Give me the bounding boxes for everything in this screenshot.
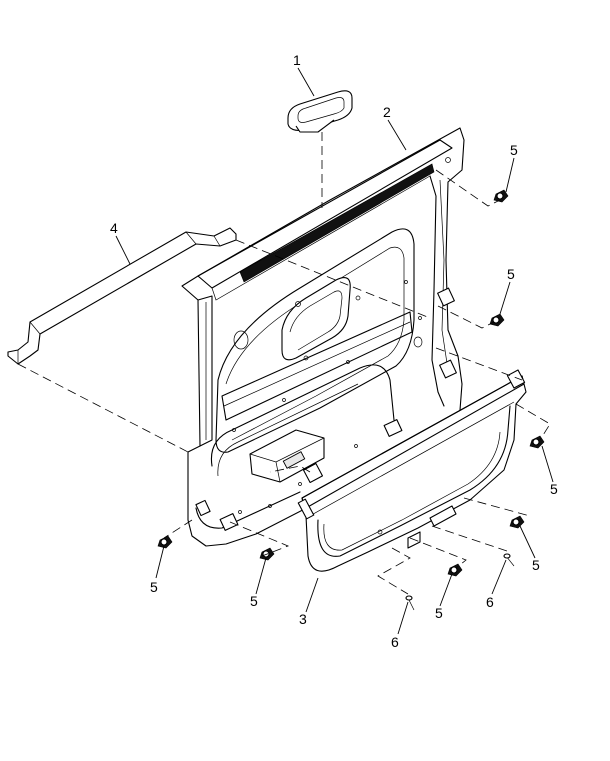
fastener-5-top-right: [493, 189, 509, 203]
part-6-screws: [405, 553, 515, 611]
callout-labels: 1 2 3 4 5 5 5 5 5 5 5 6 6: [110, 52, 558, 650]
part-3-map-pocket: [297, 369, 527, 572]
callout-4: 4: [110, 220, 118, 236]
fastener-5-bottom-mid: [447, 563, 463, 577]
callout-5-bottom-left: 5: [150, 579, 158, 595]
part-1-handle-bezel: [287, 90, 353, 133]
callout-3: 3: [299, 611, 307, 627]
callout-5-right-a: 5: [550, 481, 558, 497]
callout-5-bottom-center: 5: [250, 593, 258, 609]
callout-5-bottom-mid: 5: [435, 605, 443, 621]
part-5-push-pin-fasteners: [157, 189, 545, 577]
callout-1: 1: [293, 52, 301, 68]
assembly-dashed-lines: [17, 132, 551, 595]
callout-5-top-right: 5: [510, 142, 518, 158]
screw-6-right: [503, 553, 515, 567]
part-4-bracket: [7, 227, 237, 365]
callout-5-mid-right: 5: [507, 266, 515, 282]
fastener-5-bottom-left: [157, 535, 173, 549]
screw-6-bottom: [405, 595, 415, 611]
callout-leaders: [115, 67, 554, 635]
callout-2: 2: [383, 104, 391, 120]
fastener-5-mid-right: [489, 313, 505, 327]
part-2-door-panel: [181, 127, 465, 547]
callout-5-right-b: 5: [532, 557, 540, 573]
callout-6-bottom: 6: [391, 634, 399, 650]
fastener-5-right-b: [509, 515, 525, 529]
callout-6-right: 6: [486, 594, 494, 610]
